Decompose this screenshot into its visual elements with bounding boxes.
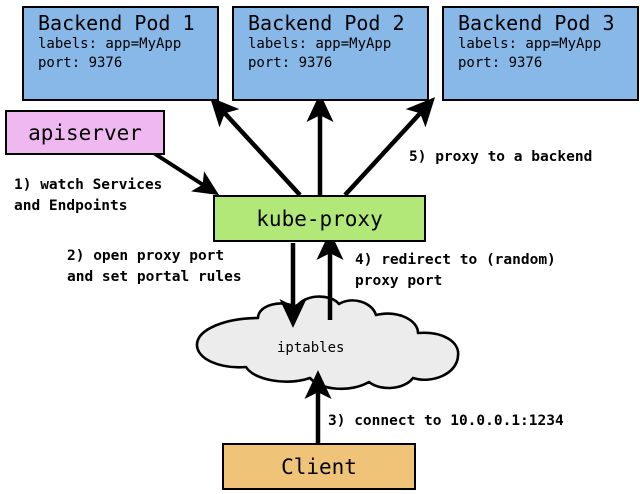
backend-pod-1-port: port: 9376 <box>38 55 123 71</box>
annotation-step1-line2: and Endpoints <box>14 198 128 214</box>
backend-pod-3-port: port: 9376 <box>458 55 543 71</box>
backend-pod-1-title: Backend Pod 1 <box>38 11 195 35</box>
backend-pod-2-port: port: 9376 <box>248 55 333 71</box>
backend-pod-2-labels: labels: app=MyApp <box>248 36 392 52</box>
annotation-step2-line1: 2) open proxy port <box>67 248 225 264</box>
kube-proxy-box[interactable]: kube-proxy <box>213 195 426 242</box>
arrow-apiserver-to-kubeproxy <box>150 150 220 196</box>
backend-pod-2-box[interactable]: Backend Pod 2 labels: app=MyApp port: 93… <box>232 6 429 101</box>
backend-pod-3-labels: labels: app=MyApp <box>458 36 602 52</box>
annotation-step1-line1: 1) watch Services <box>14 177 163 193</box>
backend-pod-2-title: Backend Pod 2 <box>248 11 405 35</box>
client-box[interactable]: Client <box>222 443 416 490</box>
iptables-cloud-shape <box>195 295 460 391</box>
kube-proxy-label: kube-proxy <box>256 206 383 231</box>
backend-pod-1-box[interactable]: Backend Pod 1 labels: app=MyApp port: 93… <box>22 6 219 101</box>
arrow-kubeproxy-to-pod3 <box>343 97 436 197</box>
annotation-step2-line2: and set portal rules <box>67 269 242 285</box>
annotation-step4-line2: proxy port <box>355 273 443 289</box>
client-label: Client <box>281 454 357 479</box>
iptables-label: iptables <box>277 340 345 356</box>
backend-pod-3-box[interactable]: Backend Pod 3 labels: app=MyApp port: 93… <box>442 6 639 101</box>
apiserver-label: apiserver <box>28 120 142 145</box>
annotation-step4-line1: 4) redirect to (random) <box>355 252 556 268</box>
annotation-step5: 5) proxy to a backend <box>409 149 593 165</box>
annotation-step3: 3) connect to 10.0.0.1:1234 <box>328 413 564 429</box>
arrow-kubeproxy-to-pod1 <box>209 97 302 197</box>
backend-pod-3-title: Backend Pod 3 <box>458 11 615 35</box>
apiserver-box[interactable]: apiserver <box>5 110 165 155</box>
backend-pod-1-labels: labels: app=MyApp <box>38 36 182 52</box>
